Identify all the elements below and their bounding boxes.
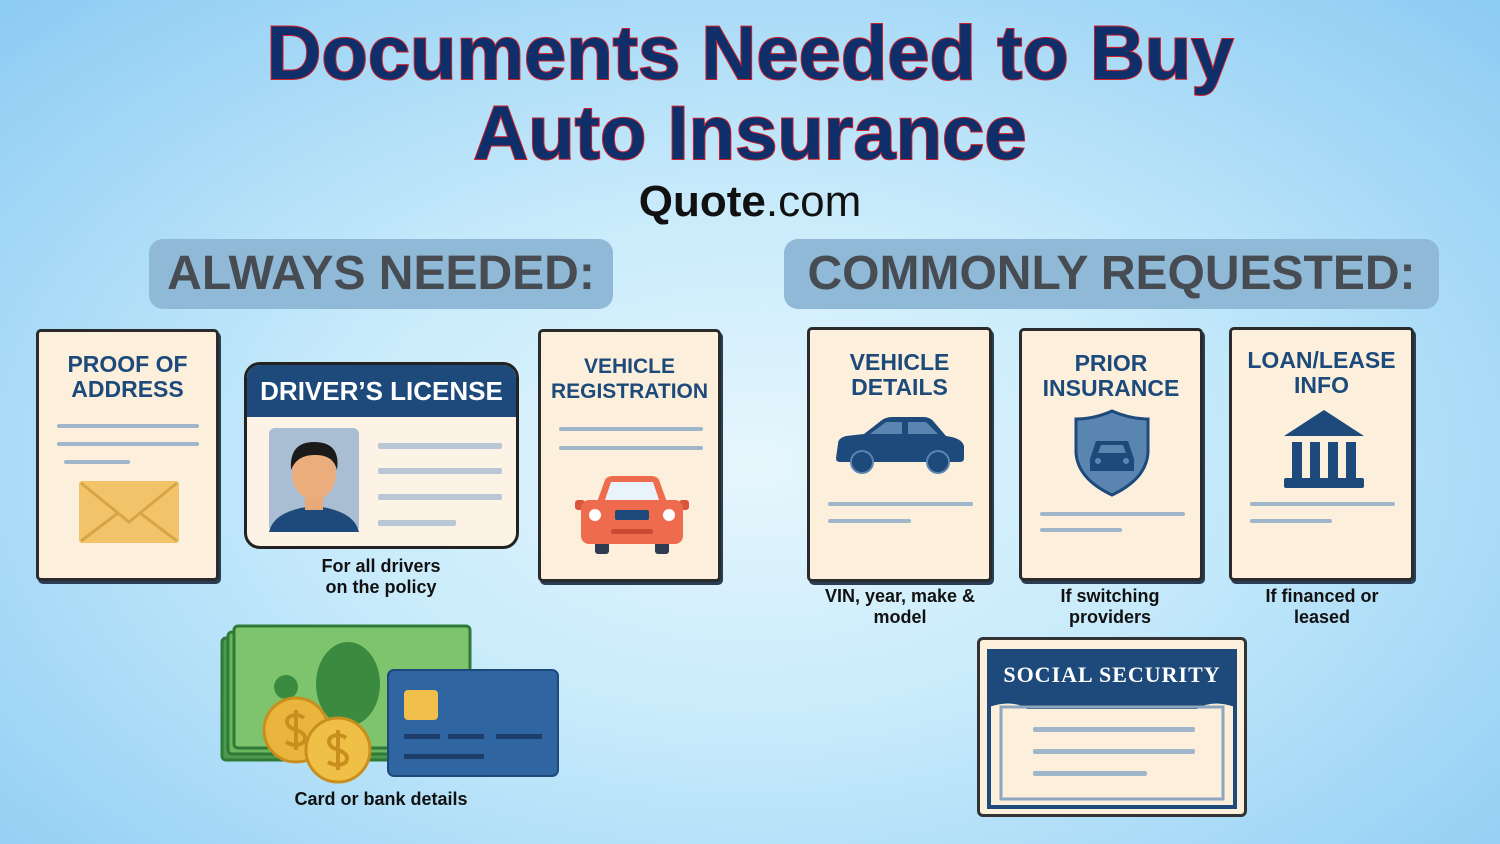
vehicle-details-caption: VIN, year, make &model — [824, 586, 976, 627]
brand-bold: Quote — [638, 177, 766, 226]
section-always-needed: ALWAYS NEEDED: — [149, 239, 613, 309]
license-title: DRIVER’S LICENSE — [247, 365, 516, 417]
envelope-icon — [79, 481, 179, 543]
person-photo-icon — [269, 428, 359, 532]
title-line-2: Auto Insurance — [472, 91, 1027, 176]
car-side-icon — [836, 417, 964, 474]
bank-icon — [1284, 410, 1364, 488]
drivers-license-card: DRIVER’S LICENSE — [244, 362, 519, 549]
social-security-card-icon — [987, 649, 1237, 809]
brand-rest: .com — [765, 177, 862, 226]
title-line-1: Documents Needed to Buy — [265, 11, 1234, 96]
shield-car-icon — [1074, 409, 1150, 497]
social-security-card: SOCIAL SECURITY — [977, 637, 1247, 817]
section-commonly-requested: COMMONLY REQUESTED: — [784, 239, 1439, 309]
car-front-icon — [575, 476, 689, 554]
cash-card-coins-icon — [220, 624, 559, 784]
ssn-title: SOCIAL SECURITY — [1003, 662, 1221, 687]
brand-logo: Quote.com — [0, 176, 1500, 228]
payment-caption: Card or bank details — [294, 789, 468, 809]
